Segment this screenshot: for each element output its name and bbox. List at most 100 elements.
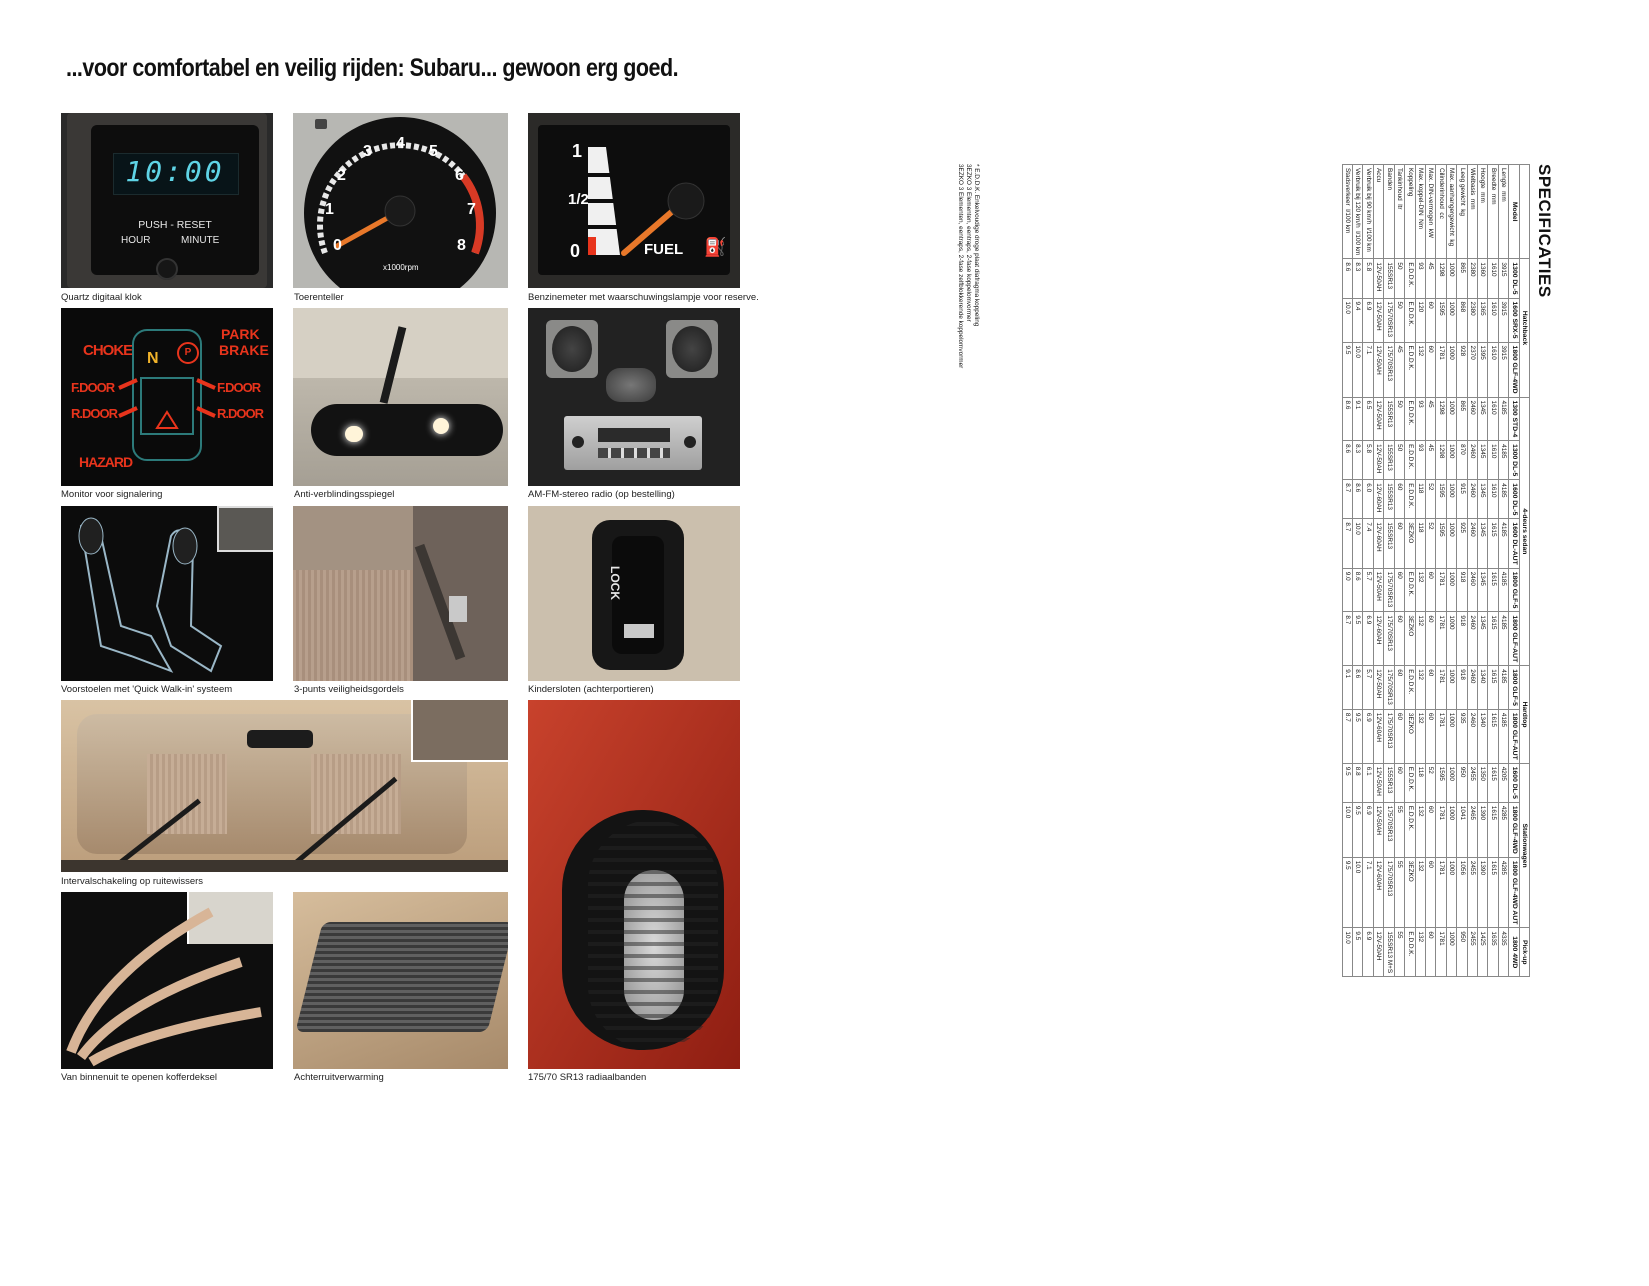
spec-value-cell: 3915: [1498, 258, 1509, 299]
photo-rearview-mirror: [293, 308, 508, 486]
photo-tyre: [528, 700, 740, 1069]
spec-value-cell: 8.6: [1342, 397, 1353, 441]
spec-value-cell: 1615: [1487, 518, 1499, 569]
fuel-pump-icon: ⛽: [704, 237, 727, 257]
spec-value-cell: 1781: [1435, 857, 1447, 928]
spec-value-cell: 8.6: [1352, 568, 1363, 612]
spec-value-cell: 2460: [1467, 568, 1478, 612]
spec-value-cell: 1000: [1446, 665, 1457, 710]
spec-value-cell: 60: [1394, 763, 1405, 803]
photo-stereo-radio: [528, 308, 740, 486]
spec-value-cell: 6.9: [1363, 927, 1374, 977]
spec-value-cell: 60: [1394, 665, 1405, 710]
spec-value-cell: 45: [1425, 397, 1436, 441]
spec-value-cell: 5.7: [1363, 665, 1374, 710]
photo-trunk-release: [61, 892, 273, 1069]
spec-value-cell: 1425: [1477, 927, 1488, 977]
spec-value-cell: 132: [1415, 665, 1426, 710]
spec-value-cell: 60: [1394, 709, 1405, 764]
spec-value-cell: 1298: [1435, 397, 1447, 441]
spec-value-cell: 1345: [1477, 568, 1488, 612]
spec-value-cell: 870: [1456, 440, 1468, 480]
spec-value-cell: 1000: [1446, 258, 1457, 299]
spec-value-cell: 1610: [1487, 258, 1499, 299]
spec-value-cell: 10.0: [1352, 342, 1363, 398]
spec-value-cell: 1800 GLF-4WD: [1508, 802, 1520, 858]
spec-value-cell: 1781: [1435, 927, 1447, 977]
spec-value-cell: 155SR13: [1383, 763, 1395, 803]
spec-value-cell: 2455: [1467, 857, 1478, 928]
spec-value-cell: 2460: [1467, 479, 1478, 519]
spec-value-cell: 1595: [1435, 518, 1447, 569]
spec-value-cell: 12V-50AH: [1373, 763, 1384, 803]
spec-value-cell: 1390: [1477, 802, 1488, 858]
spec-value-cell: 60: [1394, 611, 1405, 666]
spec-value-cell: 2380: [1467, 298, 1478, 343]
spec-value-cell: 2460: [1467, 518, 1478, 569]
spec-value-cell: 1610: [1487, 298, 1499, 343]
spec-value-cell: 1000: [1446, 397, 1457, 441]
photo-fuel-gauge: 1 1/2 0 FUEL ⛽: [528, 113, 740, 288]
specifications-title: SPECIFICATIES: [1535, 164, 1554, 298]
spec-value-cell: 1360: [1477, 258, 1488, 299]
spec-value-cell: 1600 DL-5: [1508, 479, 1520, 519]
spec-value-cell: 1000: [1446, 568, 1457, 612]
spec-value-cell: 12V-60AH: [1373, 611, 1384, 666]
spec-value-cell: 865: [1456, 258, 1468, 299]
spec-value-cell: 155SR13: [1383, 397, 1395, 441]
spec-value-cell: E.D.D.K.: [1404, 568, 1416, 612]
photo-digital-clock: 10:00 PUSH - RESET HOUR MINUTE: [61, 113, 273, 288]
spec-value-cell: 4185: [1498, 665, 1509, 710]
caption-defrost: Achterruitverwarming: [294, 1072, 384, 1083]
spec-value-cell: 52: [1425, 763, 1436, 803]
spec-value-cell: 52: [1425, 518, 1436, 569]
spec-value-cell: 5.8: [1363, 440, 1374, 480]
spec-label-cell: Max. koppel-DIN Nm: [1415, 164, 1426, 259]
spec-value-cell: 155SR13: [1383, 440, 1395, 480]
clock-minute-label: MINUTE: [181, 235, 220, 246]
spec-value-cell: 1610: [1487, 479, 1499, 519]
spec-value-cell: 175/70SR13: [1383, 665, 1395, 710]
spec-value-cell: 1600 DL-AUT: [1508, 518, 1520, 569]
caption-radio: AM-FM-stereo radio (op bestelling): [528, 489, 675, 500]
spec-value-cell: 2460: [1467, 440, 1478, 480]
spec-value-cell: 1781: [1435, 802, 1447, 858]
spec-value-cell: 12V-50AH: [1373, 802, 1384, 858]
spec-label-cell: Model: [1508, 164, 1520, 259]
spec-value-cell: 1800 GLF-5: [1508, 568, 1520, 612]
spec-value-cell: 1781: [1435, 665, 1447, 710]
spec-value-cell: 60: [1425, 927, 1436, 977]
spec-value-cell: 1000: [1446, 342, 1457, 398]
tachometer-dial: [304, 117, 496, 288]
spec-value-cell: 865: [1456, 397, 1468, 441]
mirror: [311, 404, 503, 456]
photo-tachometer: 0 1 2 3 4 5 6 7 8 x1000rpm: [293, 113, 508, 288]
spec-value-cell: 132: [1415, 342, 1426, 398]
spec-value-cell: 12V-50AH: [1373, 568, 1384, 612]
spec-value-cell: 132: [1415, 802, 1426, 858]
photo-seatbelts: [293, 506, 508, 681]
spec-value-cell: 8.3: [1352, 440, 1363, 480]
spec-value-cell: 2380: [1467, 258, 1478, 299]
spec-value-cell: 50: [1394, 298, 1405, 343]
spec-value-cell: 50: [1394, 397, 1405, 441]
car-outline: [118, 329, 216, 461]
spec-value-cell: 118: [1415, 518, 1426, 569]
spec-value-cell: 7.1: [1363, 857, 1374, 928]
spec-value-cell: 4185: [1498, 709, 1509, 764]
spec-label-cell: Breedte mm: [1487, 164, 1499, 259]
spec-value-cell: 1615: [1487, 857, 1499, 928]
spec-value-cell: 60: [1425, 298, 1436, 343]
spec-value-cell: 55: [1394, 857, 1405, 928]
spec-value-cell: 9.5: [1352, 709, 1363, 764]
rear-window: [295, 922, 508, 1032]
spec-value-cell: 45: [1394, 342, 1405, 398]
specifications-notes: * E.D.D.K. Enkelvoudige droge plaat diaf…: [957, 164, 980, 369]
